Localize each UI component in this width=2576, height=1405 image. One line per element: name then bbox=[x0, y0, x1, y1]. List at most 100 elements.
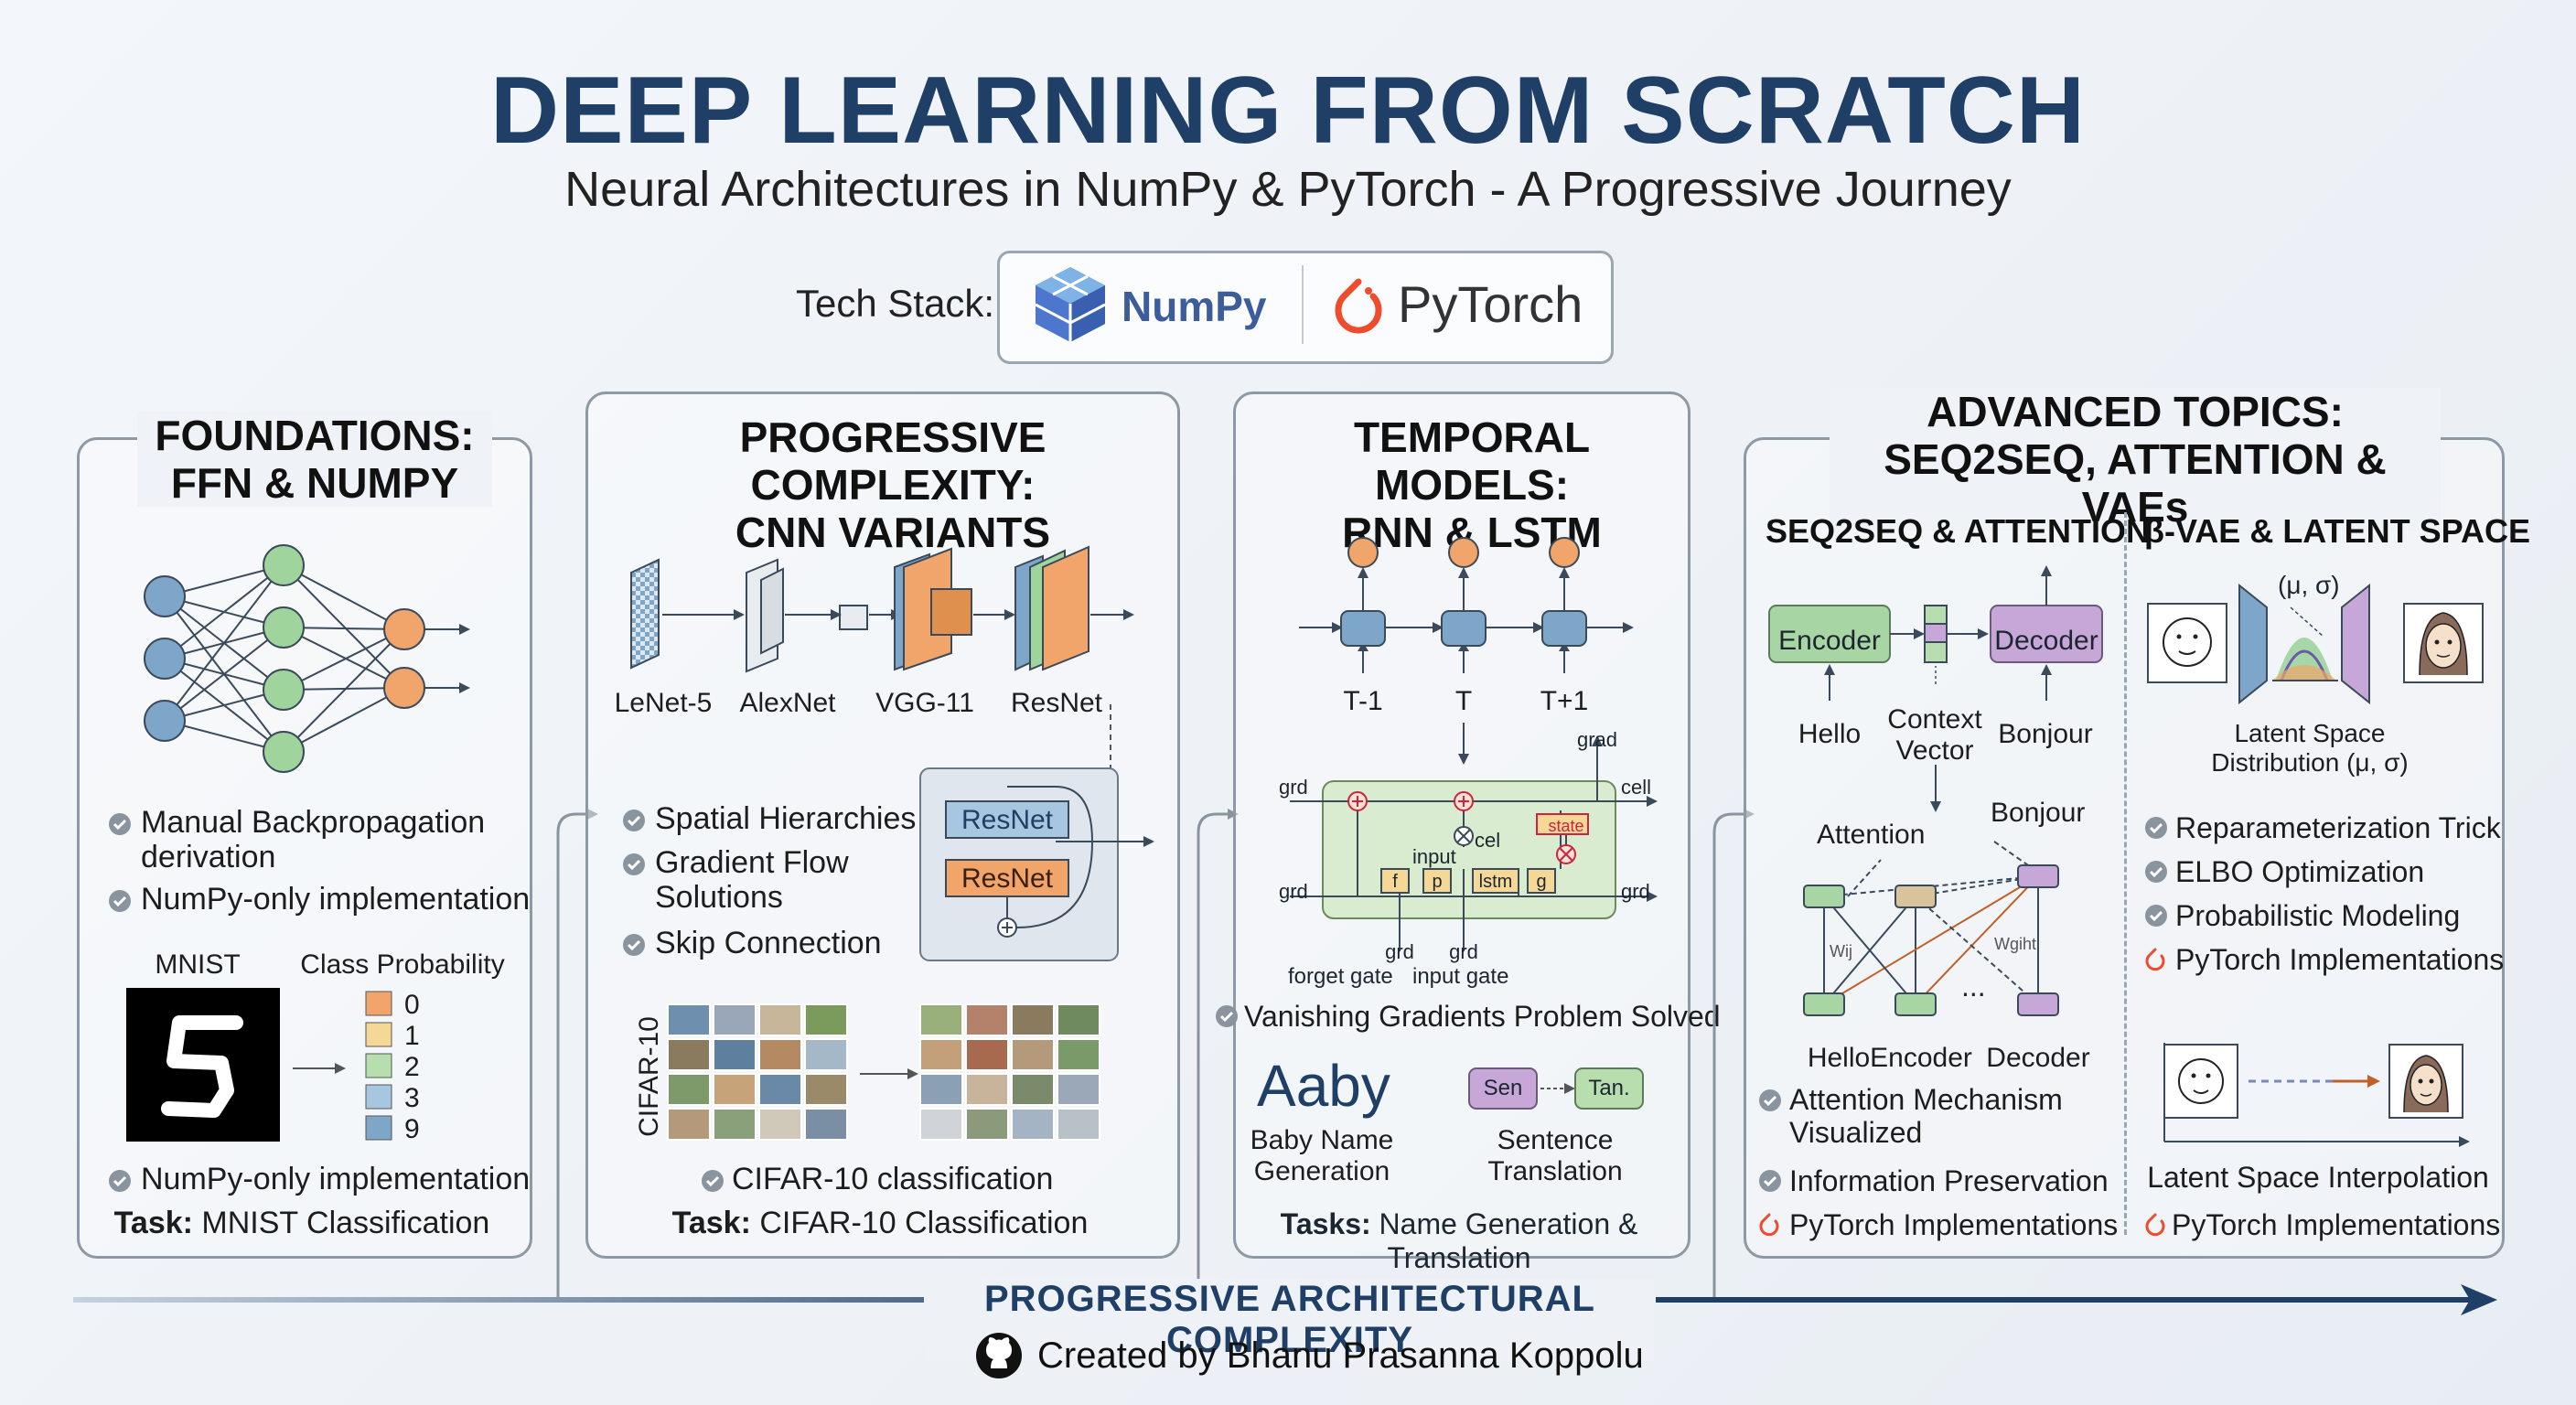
cnn-bullet-skip: Skip Connection bbox=[655, 926, 882, 960]
bonjour-label: Bonjour bbox=[1998, 719, 2093, 749]
tech-divider bbox=[1302, 265, 1304, 344]
check-icon bbox=[2145, 905, 2167, 927]
vae-bullet-probabilistic: Probabilistic Modeling bbox=[2175, 899, 2461, 932]
lstm-label-grd-bottom-2: grd bbox=[1449, 940, 1478, 963]
ffn-network-diagram bbox=[144, 544, 470, 773]
page-subtitle: Neural Architectures in NumPy & PyTorch … bbox=[564, 162, 2012, 217]
rnn-bullet-vanishing: Vanishing Gradients Problem Solved bbox=[1244, 1000, 1721, 1033]
foundations-bullet-backprop: Manual Backpropagation derivation bbox=[141, 805, 486, 874]
check-icon bbox=[623, 853, 645, 875]
check-icon bbox=[109, 890, 131, 912]
attention-label: Attention bbox=[1817, 820, 1926, 850]
vae-heading: β-VAE & LATENT SPACE bbox=[2144, 512, 2530, 550]
latent-distribution-label: Latent Space Distribution (μ, σ) bbox=[2211, 719, 2409, 777]
lstm-label-grad: grad bbox=[1577, 728, 1618, 751]
mnist-arrow-icon bbox=[293, 1063, 346, 1074]
resnet-block-2: ResNet bbox=[961, 863, 1054, 894]
attention-weight-wij: Wij bbox=[1830, 942, 1852, 960]
class-label-2: 2 bbox=[404, 1052, 420, 1082]
seq2seq-heading: SEQ2SEQ & ATTENTION bbox=[1766, 512, 2151, 550]
lstm-label-grd-top: grd bbox=[1279, 776, 1308, 799]
pytorch-flame-icon bbox=[2145, 948, 2165, 971]
pytorch-flame-icon bbox=[2145, 1213, 2165, 1237]
cnn-models-diagram bbox=[630, 545, 1134, 673]
rnn-title-line1: TEMPORAL MODELS: bbox=[1353, 413, 1591, 509]
rnn-unrolled-diagram bbox=[1299, 537, 1634, 673]
decoder-input-label: Decoder bbox=[1986, 1043, 2090, 1073]
pytorch-logo-icon bbox=[1335, 278, 1382, 334]
cifar-arrow-icon bbox=[860, 1068, 918, 1079]
advanced-title-line2: SEQ2SEQ, ATTENTION & VAEs bbox=[1884, 435, 2387, 531]
translation-diagram bbox=[1468, 1067, 1644, 1110]
lstm-label-input: input bbox=[1412, 845, 1456, 868]
foundations-task: Task: MNIST Classification bbox=[113, 1206, 490, 1240]
pytorch-label: PyTorch bbox=[1398, 275, 1583, 333]
rnn-task: Tasks: Name Generation & Translation bbox=[1280, 1207, 1638, 1274]
hello-label: Hello bbox=[1798, 719, 1862, 749]
lstm-label-grd-left: grd bbox=[1279, 880, 1308, 903]
check-icon bbox=[623, 810, 645, 831]
vae-bullet-pytorch-2: PyTorch Implementations bbox=[2172, 1208, 2501, 1241]
step-label-t-1: T-1 bbox=[1343, 686, 1383, 716]
check-icon bbox=[1216, 1005, 1238, 1027]
lstm-label-grd-right: grd bbox=[1621, 880, 1650, 903]
class-probability-legend bbox=[365, 991, 392, 1141]
sentence-translation-label: Sentence Translation bbox=[1487, 1125, 1623, 1186]
check-icon bbox=[1759, 1089, 1781, 1111]
cifar-output-grid bbox=[919, 1003, 1100, 1141]
seq-bullet-pytorch: PyTorch Implementations bbox=[1789, 1208, 2119, 1241]
encoder-input-label: Encoder bbox=[1870, 1043, 1972, 1073]
foundations-bullet-numpy: NumPy-only implementation bbox=[141, 882, 531, 917]
check-icon bbox=[702, 1170, 724, 1192]
check-icon bbox=[623, 934, 645, 956]
latent-interpolation-diagram bbox=[2163, 1043, 2470, 1147]
vae-diagram bbox=[2147, 583, 2484, 705]
attention-weight-wght: Wgiht bbox=[1994, 935, 2037, 953]
lstm-gate-lstm: lstm bbox=[1478, 872, 1513, 892]
lstm-label-forget-gate: forget gate bbox=[1288, 964, 1393, 989]
model-label-vgg: VGG-11 bbox=[875, 688, 974, 718]
encoder-box-label[interactable]: Encoder bbox=[1778, 626, 1881, 656]
decoder-box-label[interactable]: Decoder bbox=[1994, 626, 2098, 656]
lstm-label-state: state bbox=[1548, 817, 1584, 835]
foundations-title-line2: FFN & NUMPY bbox=[170, 459, 459, 507]
check-icon bbox=[2145, 861, 2167, 883]
check-icon bbox=[2145, 817, 2167, 839]
mu-sigma-label: (μ, σ) bbox=[2278, 571, 2340, 599]
tech-stack-label: Tech Stack: bbox=[796, 282, 995, 325]
check-icon bbox=[1213, 1006, 1214, 1007]
class-label-9: 9 bbox=[404, 1114, 420, 1144]
cnn-bullet-spatial: Spatial Hierarchies bbox=[655, 801, 917, 836]
numpy-label: NumPy bbox=[1122, 283, 1267, 330]
vae-bullet-elbo: ELBO Optimization bbox=[2175, 855, 2425, 888]
translation-source-label: Sen bbox=[1483, 1076, 1523, 1100]
vae-bullet-reparam: Reparameterization Trick bbox=[2175, 811, 2501, 844]
baby-name-label: Baby Name Generation bbox=[1250, 1125, 1394, 1186]
rnn-title: TEMPORAL MODELS: RNN & LSTM bbox=[1242, 413, 1701, 556]
model-label-alexnet: AlexNet bbox=[739, 688, 836, 718]
foundations-title: FOUNDATIONS: FFN & NUMPY bbox=[137, 412, 492, 507]
resnet-block-1: ResNet bbox=[961, 805, 1054, 835]
lstm-cell-diagram bbox=[1290, 723, 1658, 951]
lstm-label-cell: cell bbox=[1621, 776, 1652, 799]
flow-connector bbox=[556, 809, 598, 1299]
progress-label: PROGRESSIVE ARCHITECTURAL COMPLEXITY bbox=[924, 1279, 1656, 1361]
github-icon bbox=[976, 1333, 1022, 1378]
foundations-bullet-numpy-2: NumPy-only implementation bbox=[141, 1162, 531, 1196]
bonjour-output-label: Bonjour bbox=[1991, 798, 2086, 828]
lstm-gate-g: g bbox=[1536, 872, 1547, 892]
latent-interpolation-label: Latent Space Interpolation bbox=[2147, 1161, 2489, 1194]
lstm-label-grd-bottom-1: grd bbox=[1385, 940, 1414, 963]
credit-text: Created by Bhanu Prasanna Koppolu bbox=[1037, 1335, 1644, 1376]
seq2seq-diagram bbox=[1768, 565, 2103, 812]
foundations-title-line1: FOUNDATIONS: bbox=[155, 412, 475, 459]
class-label-3: 3 bbox=[404, 1083, 420, 1113]
cnn-title-line2: CNN VARIANTS bbox=[735, 509, 1051, 556]
cnn-bullet-gradient: Gradient Flow Solutions bbox=[655, 845, 849, 915]
cnn-task: Task: CIFAR-10 Classification bbox=[671, 1206, 1089, 1240]
resnet-block-diagram bbox=[919, 704, 1154, 961]
cnn-title: PROGRESSIVE COMPLEXITY: CNN VARIANTS bbox=[595, 413, 1191, 556]
step-label-t+1: T+1 bbox=[1540, 686, 1589, 716]
class-probability-label: Class Probability bbox=[300, 949, 505, 980]
attention-diagram bbox=[1803, 841, 2059, 1016]
